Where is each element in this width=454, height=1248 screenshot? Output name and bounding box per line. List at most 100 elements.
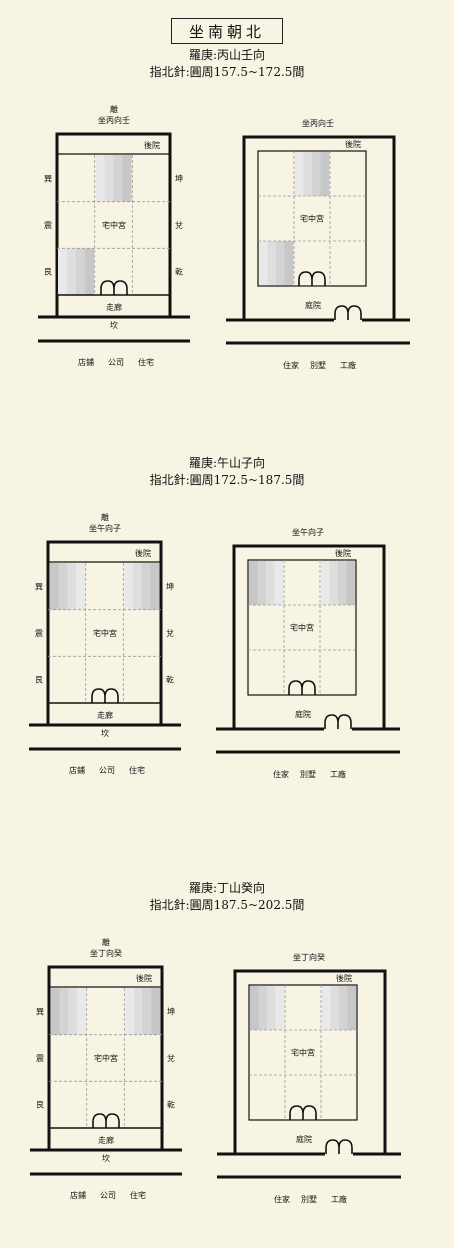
gate-icon xyxy=(334,305,362,320)
right-facing-label: 坐丁向癸 xyxy=(293,952,325,962)
shaded-cell-stripe xyxy=(346,561,356,605)
shaded-cell xyxy=(95,155,132,202)
outer-wall xyxy=(242,135,396,320)
shaded-cell-stripe xyxy=(84,248,94,295)
shaded-cell-stripe xyxy=(75,248,86,295)
left-caption: 店鋪 xyxy=(70,1190,86,1200)
backyard-label: 後院 xyxy=(135,548,151,558)
right-caption: 工廠 xyxy=(331,1194,347,1204)
right-caption: 住家 xyxy=(273,769,289,779)
shaded-cell xyxy=(249,561,284,605)
trigram-qian: 乾 xyxy=(166,675,174,685)
trigram-gen: 艮 xyxy=(36,1101,44,1110)
backyard-label: 後院 xyxy=(345,139,361,149)
center-palace-label: 宅中宮 xyxy=(94,1053,118,1063)
shaded-cell-stripe xyxy=(133,563,142,610)
right-facing-label: 坐午向子 xyxy=(292,527,324,537)
shaded-cell-stripe xyxy=(320,152,330,196)
left-caption: 住宅 xyxy=(138,357,154,367)
top-direction-label: 離 xyxy=(102,937,110,947)
right-plan-1: 坐丙向壬後院宅中宮庭院住家別墅工廠 xyxy=(226,118,410,370)
trigram-kan: 坎 xyxy=(102,1153,110,1163)
shaded-cell-stripe xyxy=(267,241,277,285)
shaded-cell-stripe xyxy=(276,241,285,285)
trigram-dui: 兌 xyxy=(167,1053,175,1063)
trigram-kan: 坎 xyxy=(110,320,118,330)
right-caption: 住家 xyxy=(274,1194,290,1204)
corridor-label: 走廊 xyxy=(98,1135,114,1145)
trigram-kun: 坤 xyxy=(167,1006,175,1016)
backyard-label: 後院 xyxy=(136,973,152,983)
door-icon xyxy=(298,271,326,286)
section-3-header: 羅庚:丁山癸向 指北針:圓周187.5~202.5間 xyxy=(0,880,454,914)
door-icon xyxy=(100,280,128,295)
outer-wall xyxy=(47,965,164,1150)
corridor-label: 走廊 xyxy=(106,302,122,312)
shaded-cell-stripe xyxy=(142,988,152,1035)
courtyard-label: 庭院 xyxy=(305,300,321,310)
outer-wall xyxy=(232,544,386,729)
left-caption: 店鋪 xyxy=(69,765,85,775)
shaded-cell-stripe xyxy=(134,988,143,1035)
shaded-cell xyxy=(51,988,86,1035)
section-2-header: 羅庚:午山子向 指北針:圓周172.5~187.5間 xyxy=(0,455,454,489)
left-caption: 公司 xyxy=(108,358,124,367)
page-title: 坐南朝北 xyxy=(171,18,283,44)
left-plan-3: 離坐丁向癸後院宅中宮走廊巽震艮坤兌乾坎店鋪公司住宅 xyxy=(30,937,182,1200)
left-caption: 店鋪 xyxy=(78,357,94,367)
shaded-cell-stripe xyxy=(338,561,347,605)
shaded-cell-stripe xyxy=(76,563,85,610)
shaded-cell-stripe xyxy=(51,988,60,1035)
shaded-cell-stripe xyxy=(321,561,330,605)
shaded-cell xyxy=(58,248,94,295)
shaded-cell-stripe xyxy=(66,248,77,295)
courtyard-label: 庭院 xyxy=(296,1134,312,1144)
center-palace-label: 宅中宮 xyxy=(290,623,314,633)
shaded-cell xyxy=(250,986,285,1030)
right-plan-2: 坐午向子後院宅中宮庭院住家別墅工廠 xyxy=(216,527,400,779)
shaded-cell xyxy=(322,986,357,1030)
backyard-label: 後院 xyxy=(335,548,351,558)
corridor-label: 走廊 xyxy=(97,710,113,720)
shaded-cell-stripe xyxy=(104,155,114,202)
shaded-cell-stripe xyxy=(303,152,313,196)
section-3-compass: 指北針:圓周187.5~202.5間 xyxy=(149,898,305,912)
shaded-cell-stripe xyxy=(275,986,285,1030)
section-1-compass: 指北針:圓周157.5~172.5間 xyxy=(149,65,305,79)
shaded-cell-stripe xyxy=(347,986,357,1030)
trigram-kun: 坤 xyxy=(166,581,174,591)
shaded-cell-stripe xyxy=(59,988,69,1035)
left-facing-label: 坐丙向壬 xyxy=(98,115,130,125)
shaded-cell-stripe xyxy=(250,986,259,1030)
section-1-luogeng: 羅庚:丙山壬向 xyxy=(188,48,266,62)
shaded-cell-stripe xyxy=(312,152,321,196)
top-direction-label: 離 xyxy=(101,512,109,522)
top-direction-label: 離 xyxy=(110,104,118,114)
nine-grid xyxy=(249,985,357,1120)
door-icon xyxy=(288,680,316,695)
section-3-luogeng: 羅庚:丁山癸向 xyxy=(188,881,266,895)
section-2-luogeng: 羅庚:午山子向 xyxy=(188,456,266,470)
trigram-zhen: 震 xyxy=(36,1054,44,1063)
shaded-cell-stripe xyxy=(330,986,340,1030)
trigram-xun: 巽 xyxy=(44,174,52,183)
shaded-cell-stripe xyxy=(267,986,276,1030)
trigram-qian: 乾 xyxy=(167,1100,175,1110)
door-icon xyxy=(91,688,119,703)
center-palace-label: 宅中宮 xyxy=(300,214,324,224)
trigram-dui: 兌 xyxy=(175,220,183,230)
shaded-cell xyxy=(125,988,161,1035)
shaded-cell-stripe xyxy=(50,563,59,610)
nine-grid xyxy=(49,988,162,1128)
left-plan-2: 離坐午向子後院宅中宮走廊巽震艮坤兌乾坎店鋪公司住宅 xyxy=(29,512,181,775)
shaded-cell-stripe xyxy=(124,563,134,610)
shaded-cell-stripe xyxy=(322,986,331,1030)
shaded-cell xyxy=(50,563,85,610)
trigram-zhen: 震 xyxy=(35,629,43,638)
left-facing-label: 坐丁向癸 xyxy=(90,948,122,958)
nine-grid xyxy=(248,560,356,695)
shaded-cell xyxy=(259,241,294,285)
nine-grid xyxy=(48,563,161,703)
shaded-cell-stripe xyxy=(258,986,268,1030)
